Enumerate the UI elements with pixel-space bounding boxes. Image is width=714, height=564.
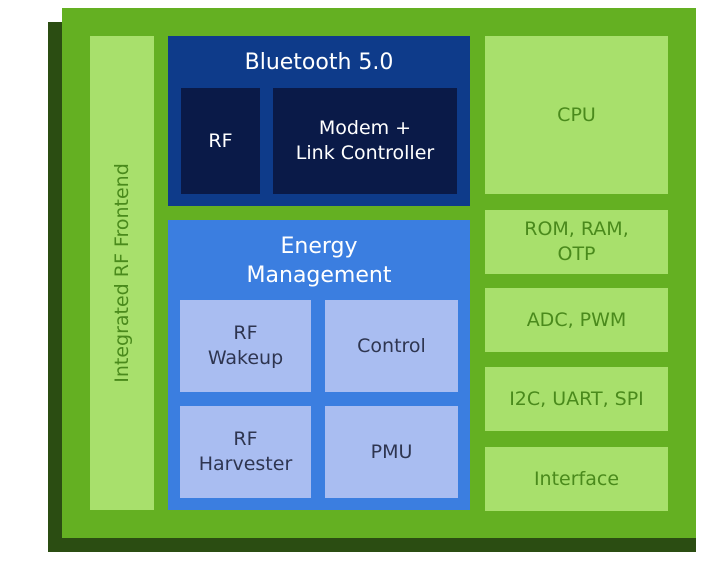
bluetooth-title: Bluetooth 5.0 [244,49,394,75]
adc-pwm-block: ADC, PWM [485,288,668,352]
rf-harvester-block: RF Harvester [180,406,311,498]
bluetooth-rf-block: RF [181,88,260,194]
serial-io-block: I2C, UART, SPI [485,367,668,431]
modem-link-controller-block: Modem + Link Controller [273,88,457,194]
interface-block: Interface [485,447,668,511]
rf-wakeup-block: RF Wakeup [180,300,311,392]
pmu-block: PMU [325,406,458,498]
control-block: Control [325,300,458,392]
energy-management-title: Energy Management [246,234,392,288]
cpu-block: CPU [485,36,668,194]
memory-block: ROM, RAM, OTP [485,210,668,274]
rf-frontend-block [90,36,154,510]
rf-frontend-label: Integrated RF Frontend [111,163,133,383]
